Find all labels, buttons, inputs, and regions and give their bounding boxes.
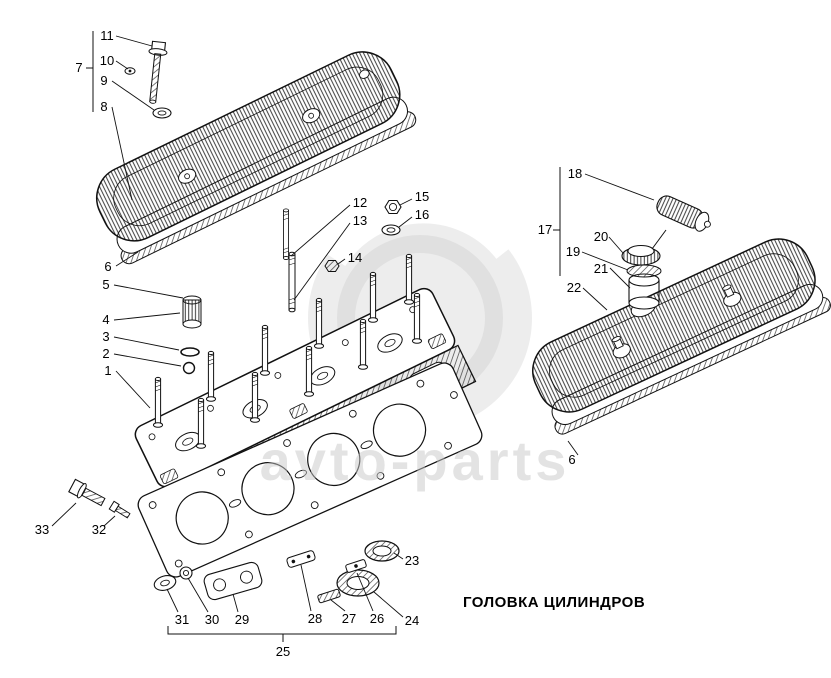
leader-lines	[51, 35, 655, 618]
valve-cover-right	[532, 238, 831, 435]
callout-26: 26	[370, 611, 384, 626]
stud-12	[283, 208, 289, 260]
spark-plug-tube	[182, 295, 202, 329]
gasket-31	[153, 575, 177, 591]
watermark-text: avto-parts	[260, 429, 571, 492]
flat-washer	[152, 107, 172, 119]
callout-29: 29	[235, 612, 249, 627]
callout-25: 25	[276, 644, 290, 659]
bracket-7	[86, 31, 94, 112]
cap-gasket-19	[626, 264, 662, 278]
callout-21: 21	[594, 261, 608, 276]
callout-20: 20	[594, 229, 608, 244]
callout-14: 14	[348, 250, 362, 265]
callout-31: 31	[175, 612, 189, 627]
callout-33: 33	[35, 522, 49, 537]
o-ring-3	[180, 347, 200, 357]
gasket-29	[203, 561, 263, 601]
callout-16: 16	[415, 207, 429, 222]
seal-24	[336, 569, 380, 597]
seal-23	[364, 540, 400, 562]
gasket-30	[179, 566, 193, 580]
small-washer	[124, 67, 136, 75]
callout-7: 7	[75, 60, 82, 75]
bolt-32	[108, 500, 131, 519]
callout-24: 24	[405, 613, 419, 628]
callout-30: 30	[205, 612, 219, 627]
nut-15	[384, 199, 402, 215]
callout-2: 2	[102, 346, 109, 361]
bracket-25	[167, 626, 397, 642]
callout-18: 18	[568, 166, 582, 181]
callout-13: 13	[353, 213, 367, 228]
callout-8: 8	[100, 99, 107, 114]
callouts: 11 10 9 7 8 6 5 4 3 2 1 33 32 12 13 15 1…	[35, 28, 608, 659]
callout-17: 17	[538, 222, 552, 237]
callout-32: 32	[92, 522, 106, 537]
callout-1: 1	[104, 363, 111, 378]
callout-28: 28	[308, 611, 322, 626]
callout-27: 27	[342, 611, 356, 626]
callout-12: 12	[353, 195, 367, 210]
callout-23: 23	[405, 553, 419, 568]
callout-22: 22	[567, 280, 581, 295]
callout-9: 9	[100, 73, 107, 88]
o-ring-2	[182, 361, 196, 375]
breather-18	[651, 195, 711, 250]
head-gasket	[137, 362, 483, 578]
gasket-26	[345, 559, 367, 573]
stud-13	[288, 251, 296, 313]
callout-6-left: 6	[104, 259, 111, 274]
nut-14	[324, 260, 340, 272]
callout-10: 10	[100, 53, 114, 68]
callout-6-right: 6	[568, 452, 575, 467]
drawing-title: ГОЛОВКА ЦИЛИНДРОВ	[463, 594, 645, 611]
callout-11: 11	[100, 28, 114, 43]
gasket-27	[317, 588, 341, 604]
callout-3: 3	[102, 329, 109, 344]
bolt-33	[68, 478, 106, 507]
filler-cap-20	[621, 245, 661, 266]
bracket-17	[553, 167, 561, 276]
filler-neck-21	[628, 273, 660, 310]
cover-bolt	[148, 40, 168, 104]
callout-19: 19	[566, 244, 580, 259]
callout-5: 5	[102, 277, 109, 292]
callout-4: 4	[102, 312, 109, 327]
callout-15: 15	[415, 189, 429, 204]
gasket-28	[286, 550, 316, 568]
washer-16	[381, 224, 401, 236]
valve-cover-left	[96, 51, 417, 265]
